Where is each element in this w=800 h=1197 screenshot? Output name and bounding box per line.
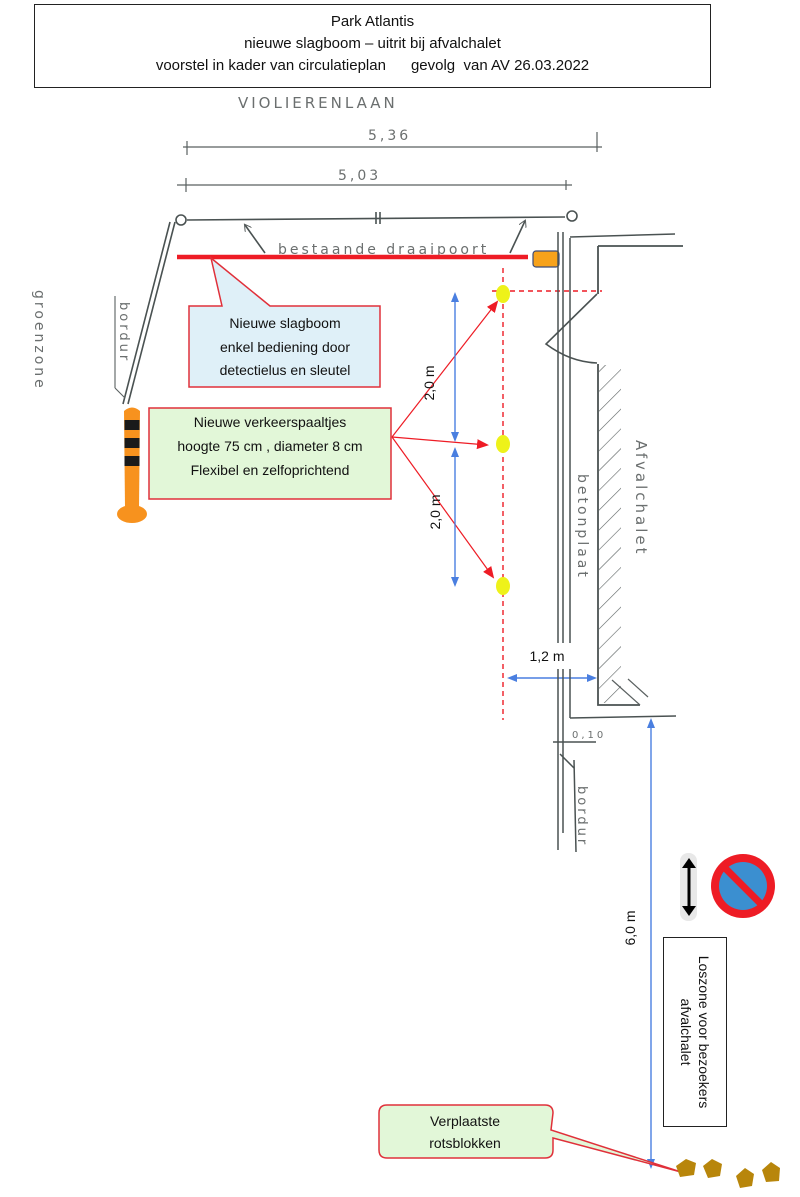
title-block: Park Atlantis nieuwe slagboom – uitrit b…	[34, 4, 711, 88]
barrier-callout-line-2: enkel bediening door	[220, 339, 350, 355]
barrier-callout: Nieuwe slagboom enkel bediening door det…	[188, 256, 381, 388]
left-curb-bracket	[114, 296, 126, 399]
dimension-gate-label: 5,03	[338, 168, 381, 184]
loading-zone-box: Loszone voor bezoekers afvalchalet	[663, 937, 727, 1127]
spacing-label-1: 2,0 m	[421, 365, 437, 400]
existing-swing-gate	[122, 210, 578, 405]
rock-block-icon	[676, 1159, 696, 1177]
right-curb-label: bordur	[574, 786, 589, 847]
rocks-callout: Verplaatste rotsblokken	[378, 1104, 682, 1173]
rock-blocks	[676, 1159, 780, 1188]
rock-block-icon	[703, 1159, 722, 1178]
bollard-markers	[496, 285, 510, 595]
barrier-housing	[532, 250, 560, 268]
curb-lines	[553, 232, 677, 853]
loading-zone-line-1: Loszone voor bezoekers	[696, 955, 712, 1109]
waste-chalet-label: Afvalchalet	[632, 440, 650, 556]
left-curb-label: bordur	[116, 302, 131, 363]
green-zone-label: groenzone	[31, 290, 47, 391]
bollards-callout-line-2: hoogte 75 cm , diameter 8 cm	[177, 438, 362, 454]
barrier-callout-line-1: Nieuwe slagboom	[229, 315, 340, 331]
dimension-total-width	[183, 132, 602, 155]
bollard-marker	[496, 435, 510, 453]
bollards-callout: Nieuwe verkeerspaaltjes hoogte 75 cm , d…	[148, 407, 392, 500]
title-line-3: voorstel in kader van circulatieplan gev…	[155, 57, 590, 74]
bollard-spacing-dimensions	[451, 292, 655, 1169]
traffic-bollard-icon	[117, 407, 147, 523]
double-arrow-vertical-icon	[680, 853, 697, 921]
title-line-2: nieuwe slagboom – uitrit bij afvalchalet	[244, 35, 501, 52]
rock-block-icon	[762, 1162, 780, 1182]
street-name-label: VIOLIERENLAAN	[238, 94, 398, 112]
bollard-alignment-guides	[492, 268, 602, 720]
loading-zone-length-label: 6,0 m	[622, 910, 638, 945]
dimension-gate-width	[177, 178, 572, 192]
bollard-marker	[496, 577, 510, 595]
dimension-total-label: 5,36	[368, 128, 411, 144]
waste-chalet-building	[544, 245, 683, 706]
rock-block-icon	[736, 1168, 754, 1188]
clearance-label: 1,2 m	[520, 643, 574, 669]
title-line-1: Park Atlantis	[330, 13, 415, 30]
curb-width-label: 0,10	[572, 730, 606, 741]
bollards-pointer-arrows	[391, 300, 499, 579]
loading-zone-line-2: afvalchalet	[678, 998, 694, 1066]
concrete-slab-label: betonplaat	[574, 474, 590, 580]
bollard-marker	[496, 285, 510, 303]
no-parking-sign-icon	[711, 854, 775, 918]
rocks-callout-line-2: rotsblokken	[429, 1135, 501, 1151]
bollards-callout-line-3: Flexibel en zelfoprichtend	[191, 462, 350, 478]
rocks-callout-line-1: Verplaatste	[430, 1113, 500, 1129]
bollards-callout-line-1: Nieuwe verkeerspaaltjes	[194, 414, 347, 430]
existing-gate-label: bestaande draaipoort	[278, 242, 489, 258]
barrier-callout-line-3: detectielus en sleutel	[220, 362, 351, 378]
spacing-label-2: 2,0 m	[427, 494, 443, 529]
